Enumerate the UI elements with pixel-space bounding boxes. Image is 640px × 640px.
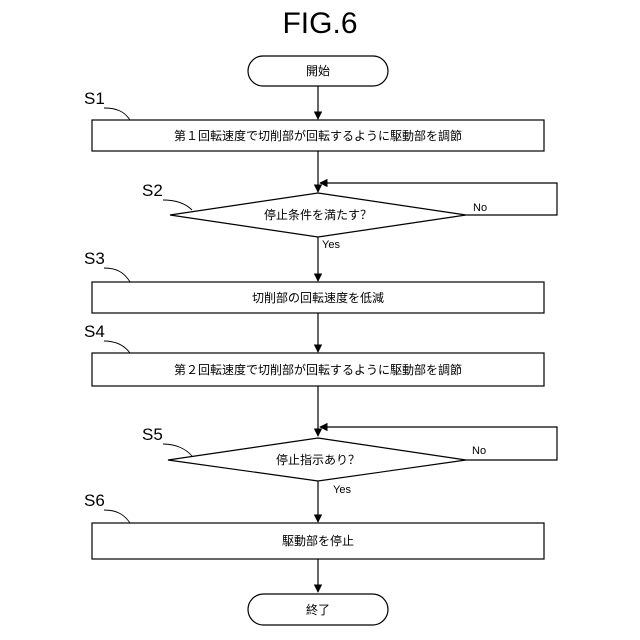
decision-s5-yes-label: Yes	[333, 484, 351, 496]
start-terminal: 開始	[248, 56, 388, 86]
step-s1-label: S1	[84, 89, 105, 108]
decision-s5-label: S5	[142, 425, 163, 444]
step-s3-label: S3	[84, 249, 105, 268]
step-s4-label: S4	[84, 322, 105, 341]
step-s3-text: 切削部の回転速度を低減	[252, 290, 384, 305]
end-terminal: 終了	[248, 594, 388, 625]
decision-s5-no-label: No	[472, 445, 486, 457]
decision-s5: S5 停止指示あり？ No Yes	[142, 425, 486, 496]
decision-s2-no-label: No	[473, 202, 487, 214]
decision-s5-text: 停止指示あり？	[276, 452, 360, 467]
step-s1: S1 第１回転速度で切削部が回転するように駆動部を調節	[84, 89, 544, 151]
decision-s2-leader	[163, 200, 192, 210]
step-s4-text: 第２回転速度で切削部が回転するように駆動部を調節	[174, 362, 462, 377]
step-s6-text: 駆動部を停止	[282, 533, 354, 548]
step-s1-text: 第１回転速度で切削部が回転するように駆動部を調節	[174, 128, 462, 143]
end-terminal-text: 終了	[306, 602, 330, 617]
step-s4-leader	[104, 341, 130, 353]
step-s3: S3 切削部の回転速度を低減	[84, 249, 544, 313]
connectors	[318, 86, 557, 592]
step-s4: S4 第２回転速度で切削部が回転するように駆動部を調節	[84, 322, 544, 386]
decision-s2-label: S2	[142, 181, 163, 200]
decision-s2: S2 停止条件を満たす？ No Yes	[142, 181, 487, 251]
step-s3-leader	[104, 268, 130, 282]
step-s6-label: S6	[84, 491, 105, 510]
step-s6-leader	[104, 510, 130, 523]
start-terminal-text: 開始	[306, 64, 330, 78]
step-s6: S6 駆動部を停止	[84, 491, 544, 559]
decision-s5-leader	[163, 444, 192, 456]
decision-s2-yes-label: Yes	[322, 239, 340, 251]
step-s1-leader	[104, 108, 130, 120]
figure-title: FIG.6	[282, 7, 357, 40]
decision-s2-text: 停止条件を満たす？	[264, 207, 372, 222]
